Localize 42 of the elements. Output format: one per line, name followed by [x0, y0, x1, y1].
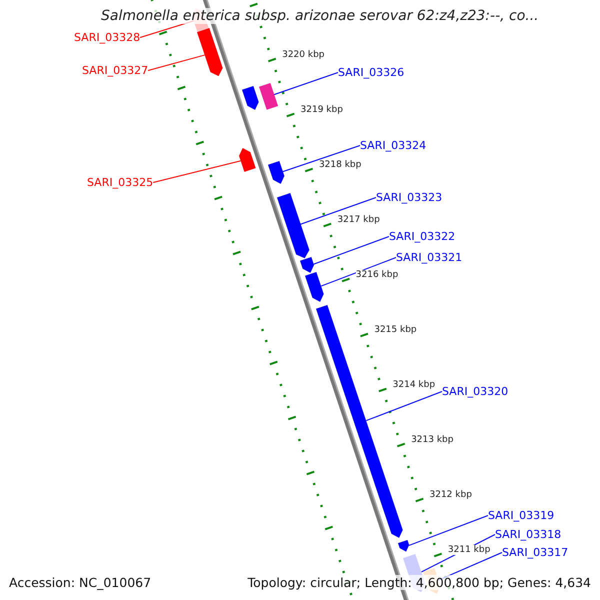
gene-label: SARI_03319 [488, 509, 554, 522]
gene-label: SARI_03317 [502, 546, 568, 559]
gene-label: SARI_03318 [495, 528, 562, 541]
leader-line [320, 257, 396, 287]
gene-label: SARI_03328 [74, 31, 140, 44]
gene-label: SARI_03326 [338, 66, 404, 79]
gene-block [268, 161, 284, 184]
gene-label: SARI_03320 [442, 385, 508, 398]
leader-line [408, 515, 488, 546]
gene-label: SARI_03327 [82, 64, 148, 77]
scale-label: 3217 kbp [337, 215, 380, 225]
scale-label: 3220 kbp [282, 50, 324, 60]
gene-label: SARI_03321 [396, 251, 462, 264]
gene-label: SARI_03325 [87, 176, 154, 189]
leader-line [300, 197, 376, 225]
gene-block [276, 192, 310, 258]
gene-label: SARI_03322 [389, 230, 456, 243]
scale-label: 3218 kbp [318, 160, 362, 170]
gene-block [258, 83, 278, 110]
gene-block [300, 257, 314, 273]
genome-info-label: Topology: circular; Length: 4,600,800 bp; Genes: 4,634 [248, 575, 591, 590]
accession-label: Accession: NC_010067 [9, 575, 152, 590]
leader-line [274, 72, 338, 96]
scale-label: 3211 kbp [448, 545, 490, 555]
gene-block [196, 28, 223, 76]
leader-line [366, 391, 442, 422]
gene-block [398, 540, 409, 552]
title: Salmonella enterica subsp. arizonae serovar 62:z4,z23:--, co... [101, 8, 539, 24]
gene-label: SARI_03323 [376, 191, 442, 204]
leader-line [313, 236, 390, 265]
scale-label: 3216 kbp [356, 270, 398, 280]
scale-label: 3219 kbp [300, 105, 343, 115]
leader-line [148, 54, 206, 71]
scale-label: 3214 kbp [392, 380, 436, 390]
gene-block [238, 148, 256, 172]
gene-block [242, 86, 259, 110]
leader-line [282, 145, 360, 172]
gene-label: SARI_03324 [360, 139, 426, 152]
scale-label: 3212 kbp [430, 490, 472, 500]
scale-label: 3213 kbp [411, 435, 454, 445]
leader-line [152, 160, 242, 183]
scale-label: 3215 kbp [374, 325, 417, 335]
